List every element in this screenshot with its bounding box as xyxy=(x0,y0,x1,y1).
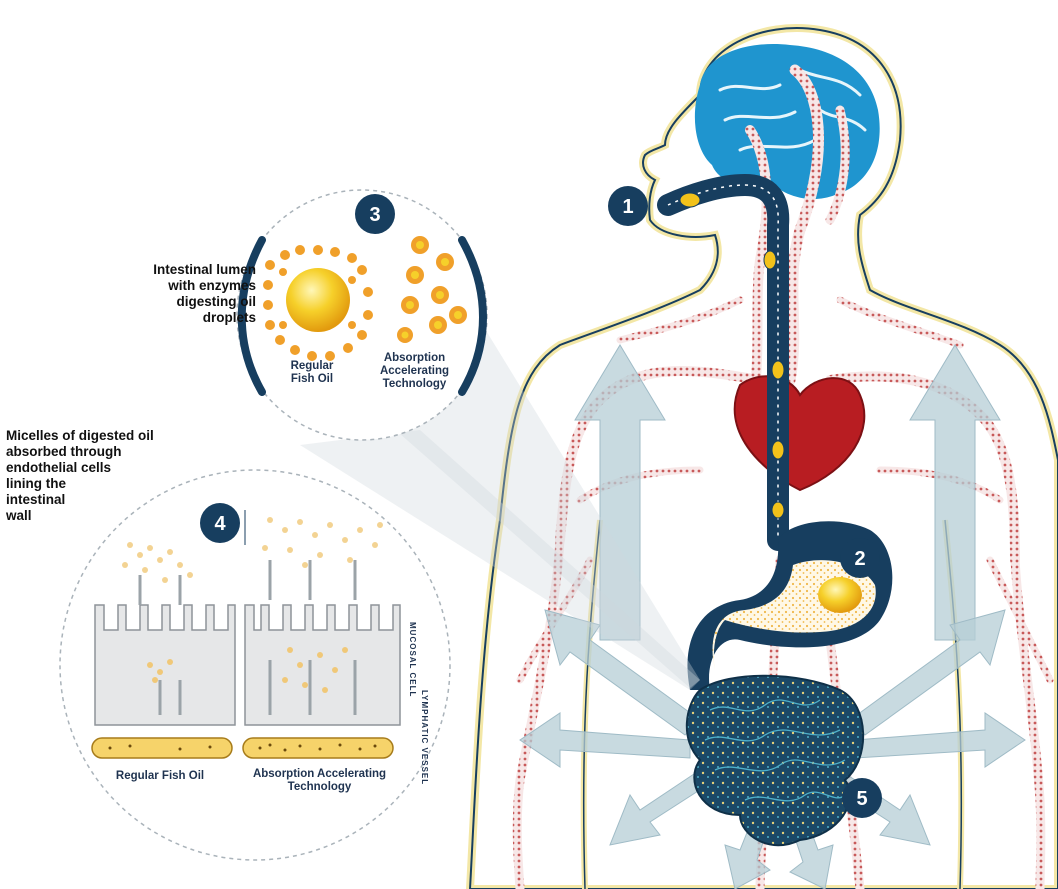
step-number-4: 4 xyxy=(214,513,226,535)
stomach-oil-droplet xyxy=(818,577,862,613)
oil-droplet-large xyxy=(286,268,350,332)
step-number-3: 3 xyxy=(369,204,380,226)
step-marker-3: 3 xyxy=(355,194,395,234)
lymphatic-vessel-aat xyxy=(243,738,393,758)
step-number-5: 5 xyxy=(856,788,867,810)
circle-3-label-regular-fish-oil: Regular Fish Oil xyxy=(272,360,352,386)
step-marker-5: 5 xyxy=(842,778,882,818)
callout-micelles: Micelles of digested oil absorbed throug… xyxy=(6,428,216,524)
circle-4-label-regular-fish-oil: Regular Fish Oil xyxy=(90,770,230,783)
step-number-2: 2 xyxy=(854,548,865,570)
step-marker-2: 2 xyxy=(840,538,880,578)
label-lymphatic-vessel: LYMPHATIC VESSEL xyxy=(420,690,429,785)
step-number-1: 1 xyxy=(622,196,633,218)
label-mucosal-cell: MUCOSAL CELL xyxy=(408,622,417,697)
step-marker-1: 1 xyxy=(608,186,648,226)
circle-4-label-aat: Absorption Accelerating Technology xyxy=(232,768,407,794)
callout-intestinal-lumen: Intestinal lumen with enzymes digesting … xyxy=(96,262,256,326)
circle-3-label-aat: Absorption Accelerating Technology xyxy=(362,352,467,391)
